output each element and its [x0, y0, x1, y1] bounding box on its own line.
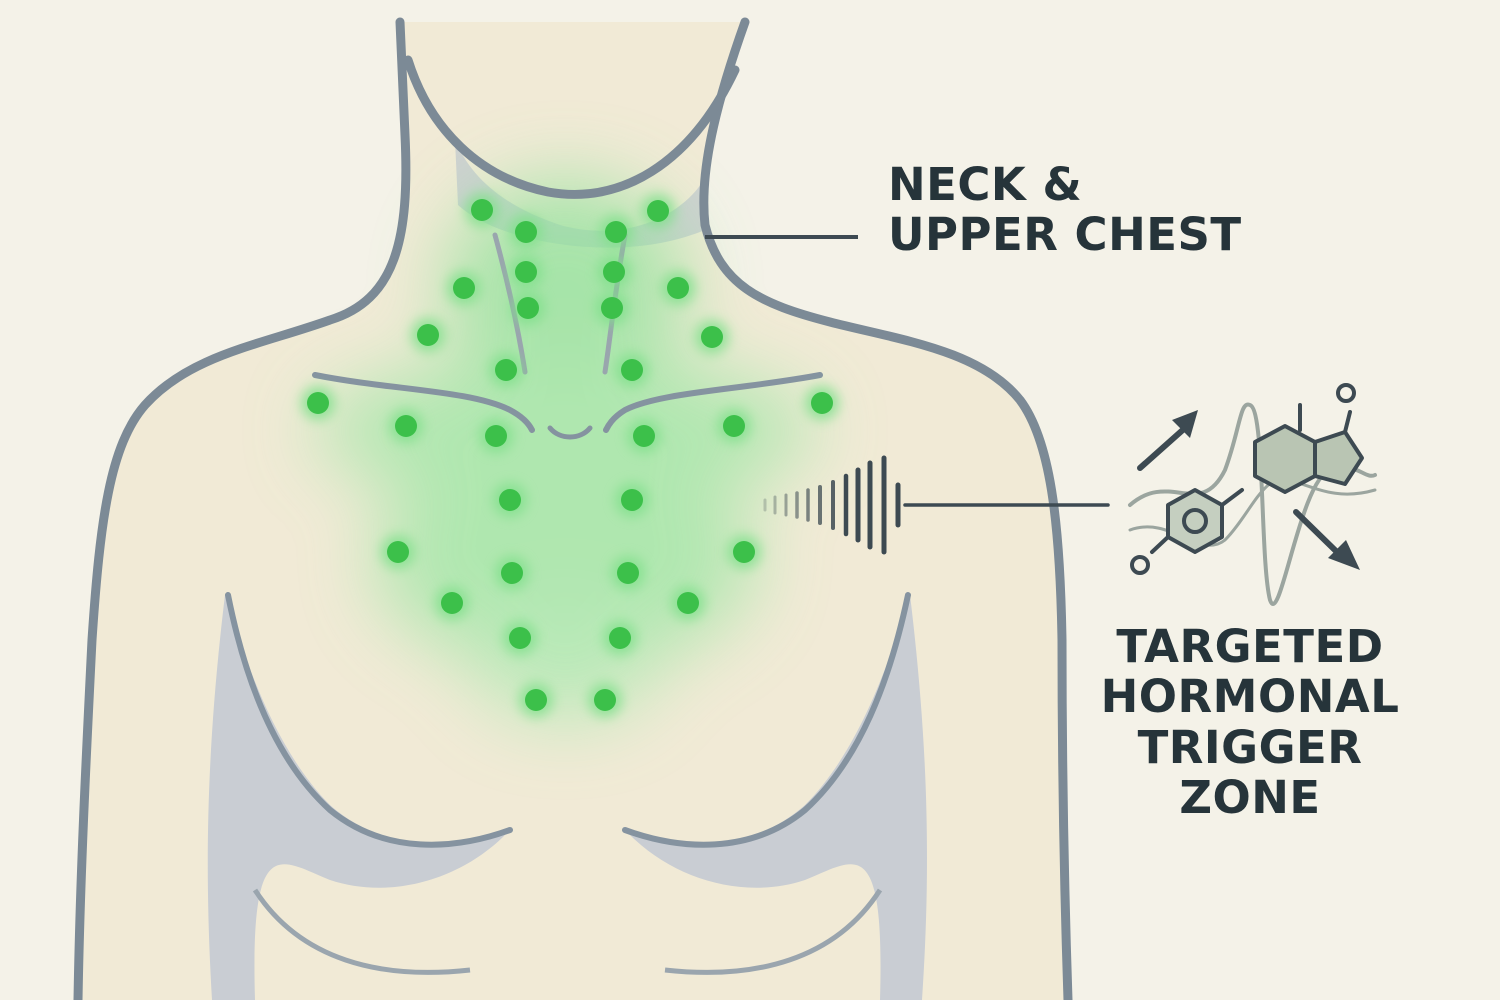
trigger-dot	[627, 419, 661, 453]
trigger-dot	[671, 586, 705, 620]
lower-curve-left	[252, 888, 471, 975]
trigger-dot	[495, 556, 529, 590]
torso-outline	[73, 17, 1073, 1000]
lower-curve-right	[664, 888, 883, 975]
trigger-dot	[695, 320, 729, 354]
trigger-dot	[595, 291, 629, 325]
trigger-label-line-4: ZONE	[1179, 771, 1321, 825]
trigger-dot	[717, 409, 751, 443]
trigger-dot	[479, 419, 513, 453]
trigger-dot	[661, 271, 695, 305]
trigger-dot	[465, 193, 499, 227]
trigger-zone-label: TARGETED HORMONAL TRIGGER ZONE	[1085, 620, 1415, 825]
trigger-dot	[411, 318, 445, 352]
trigger-dot	[509, 215, 543, 249]
trigger-dot	[389, 409, 423, 443]
trigger-dot	[381, 535, 415, 569]
trigger-dot	[603, 621, 637, 655]
trigger-dots	[301, 193, 839, 717]
trigger-dot	[588, 683, 622, 717]
trigger-label-line-3: TRIGGER	[1137, 720, 1363, 774]
clavicle-right	[603, 372, 823, 433]
breast-outline-right	[622, 592, 911, 848]
trigger-label-line-1: TARGETED	[1116, 620, 1384, 673]
trigger-dot	[435, 586, 469, 620]
trigger-label-line-2: HORMONAL	[1100, 670, 1400, 724]
trigger-dot	[599, 215, 633, 249]
trigger-dot	[509, 255, 543, 289]
trigger-dot	[447, 271, 481, 305]
trigger-dot	[597, 255, 631, 289]
clavicle-left	[312, 372, 535, 433]
arrow-up-icon	[1137, 410, 1198, 471]
trigger-dot	[503, 621, 537, 655]
neck-label-line-1: NECK &	[888, 158, 1083, 211]
trigger-dot	[727, 535, 761, 569]
sound-wave-icon	[763, 455, 1110, 555]
trigger-dot	[611, 556, 645, 590]
sternal-notch	[547, 425, 593, 440]
trigger-dot	[301, 386, 335, 420]
trigger-dot	[511, 291, 545, 325]
breast-outline-left	[225, 592, 513, 848]
chin-line	[403, 55, 740, 199]
trigger-dot	[615, 353, 649, 387]
neck-label-line-2: UPPER CHEST	[888, 208, 1242, 262]
trigger-dot	[489, 353, 523, 387]
trigger-dot	[805, 386, 839, 420]
trigger-dot	[641, 194, 675, 228]
trigger-dot	[519, 683, 553, 717]
hormone-molecule-icon	[1128, 383, 1377, 606]
trigger-dot	[493, 483, 527, 517]
neck-upper-chest-label: NECK & UPPER CHEST	[888, 158, 1242, 262]
trigger-dot	[615, 483, 649, 517]
arrow-down-icon	[1293, 509, 1360, 570]
